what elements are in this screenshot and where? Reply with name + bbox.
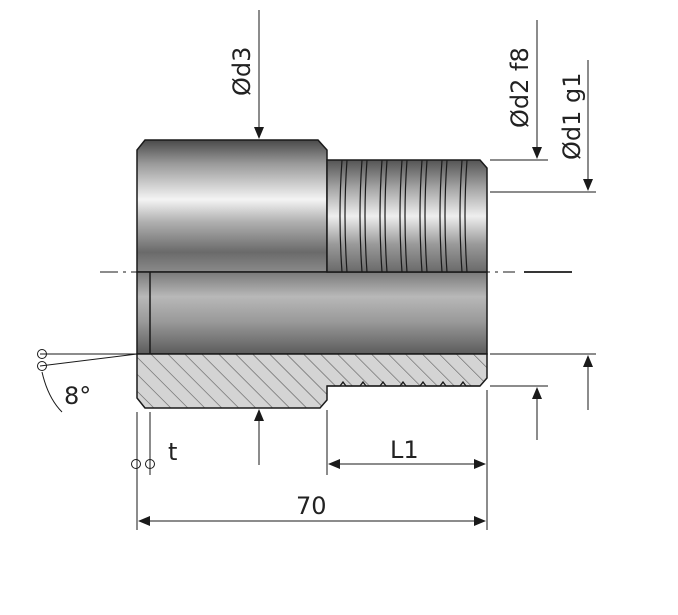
dimension-L1: L1	[326, 390, 488, 530]
section-hatched	[136, 353, 488, 409]
body-upper-large	[136, 139, 328, 273]
label-d3: Ød3	[228, 47, 256, 96]
label-length: 70	[296, 492, 327, 520]
dimension-d3: Ød3	[228, 10, 264, 465]
dimension-length: 70	[138, 492, 486, 526]
dimension-d2: Ød2 f8	[490, 20, 548, 440]
label-L1: L1	[390, 436, 419, 464]
label-d2: Ød2 f8	[506, 47, 534, 128]
thread-grooves	[339, 159, 468, 273]
dimension-t: t	[131, 412, 177, 530]
label-t: t	[168, 438, 177, 466]
label-angle: 8°	[64, 382, 91, 410]
dimension-angle: 8°	[37, 349, 138, 413]
label-d1: Ød1 g1	[558, 72, 586, 160]
dimension-d1: Ød1 g1	[490, 60, 596, 410]
fitting-body	[136, 139, 488, 409]
thread-profile-lower	[327, 380, 480, 387]
body-bore	[136, 271, 488, 355]
thread-spigot-upper	[326, 159, 488, 273]
